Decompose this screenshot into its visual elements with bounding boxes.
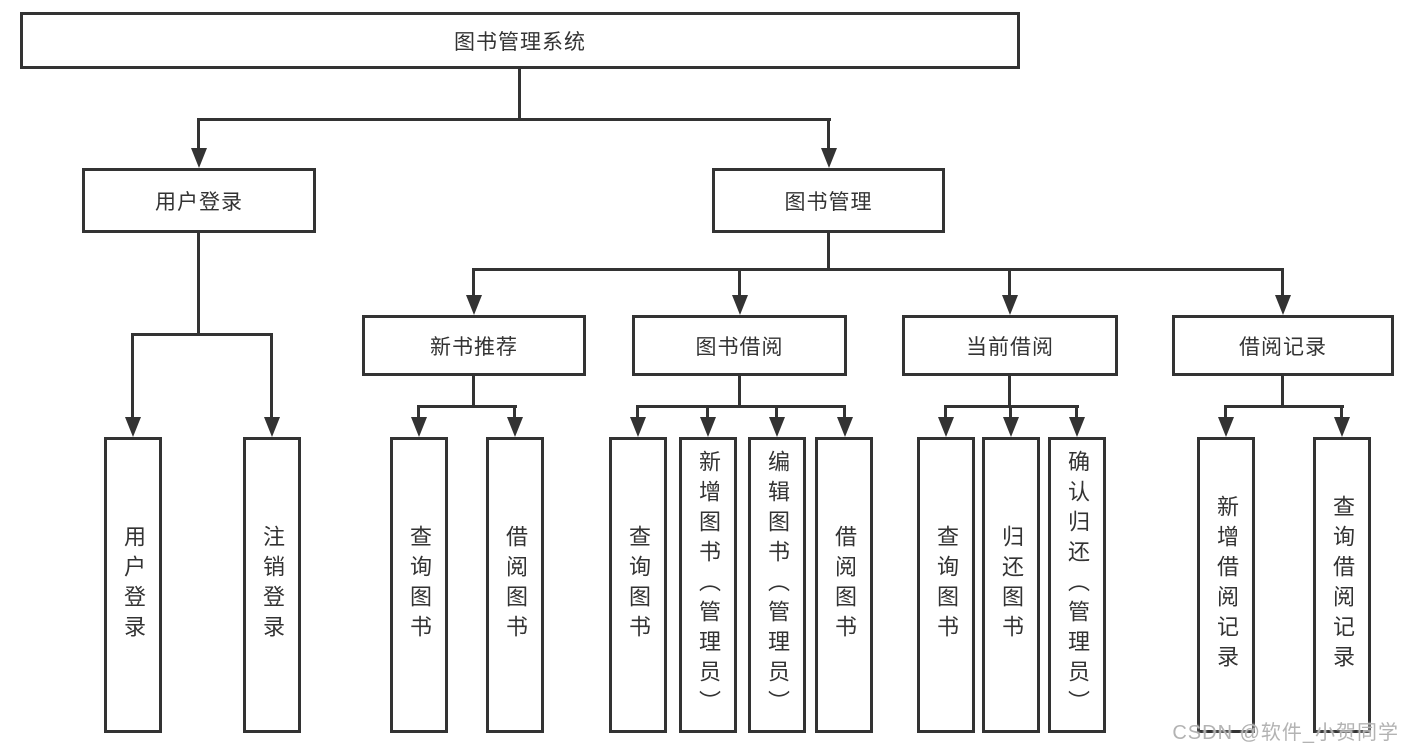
connector-line (738, 270, 741, 295)
leaf-query-books-borrow: 查询图书 (609, 437, 667, 733)
leaf-label: 查询借阅记录 (1330, 495, 1355, 675)
leaf-label: 查询图书 (626, 525, 651, 645)
leaf-query-books-current: 查询图书 (917, 437, 975, 733)
leaf-return-books: 归还图书 (982, 437, 1040, 733)
leaf-edit-books-admin: 编辑图书（管理员） (748, 437, 806, 733)
node-user-login: 用户登录 (82, 168, 316, 233)
connector-line (706, 407, 709, 417)
arrowhead-down-icon (191, 148, 207, 168)
arrowhead-down-icon (700, 417, 716, 437)
node-current-borrowing: 当前借阅 (902, 315, 1118, 376)
arrowhead-down-icon (837, 417, 853, 437)
connector-line (472, 268, 1284, 271)
connector-line (197, 118, 831, 121)
node-label: 当前借阅 (966, 335, 1054, 359)
connector-line (1224, 407, 1227, 417)
arrowhead-down-icon (1003, 417, 1019, 437)
leaf-label: 注销登录 (260, 525, 285, 645)
leaf-confirm-return-admin: 确认归还（管理员） (1048, 437, 1106, 733)
leaf-label: 确认归还（管理员） (1065, 450, 1090, 720)
arrowhead-down-icon (1334, 417, 1350, 437)
connector-line (417, 407, 420, 417)
leaf-logout: 注销登录 (243, 437, 301, 733)
arrowhead-down-icon (1218, 417, 1234, 437)
connector-line (775, 407, 778, 417)
connector-line (1340, 407, 1343, 417)
leaf-user-login: 用户登录 (104, 437, 162, 733)
connector-line (472, 376, 475, 407)
leaf-label: 新增借阅记录 (1214, 495, 1239, 675)
leaf-add-books-admin: 新增图书（管理员） (679, 437, 737, 733)
leaf-label: 查询图书 (407, 525, 432, 645)
connector-line (827, 120, 830, 148)
connector-line (1281, 376, 1284, 407)
connector-line (518, 69, 521, 120)
leaf-label: 借阅图书 (503, 525, 528, 645)
leaf-label: 归还图书 (999, 525, 1024, 645)
node-label: 借阅记录 (1239, 335, 1327, 359)
node-label: 新书推荐 (430, 335, 518, 359)
arrowhead-down-icon (732, 295, 748, 315)
arrowhead-down-icon (630, 417, 646, 437)
connector-line (1008, 270, 1011, 295)
arrowhead-down-icon (466, 295, 482, 315)
arrowhead-down-icon (821, 148, 837, 168)
arrowhead-down-icon (1069, 417, 1085, 437)
node-new-book-recommend: 新书推荐 (362, 315, 586, 376)
node-book-management: 图书管理 (712, 168, 945, 233)
connector-line (270, 335, 273, 417)
connector-line (636, 405, 846, 408)
connector-line (827, 233, 830, 270)
arrowhead-down-icon (1002, 295, 1018, 315)
leaf-add-borrow-record: 新增借阅记录 (1197, 437, 1255, 733)
leaf-borrow-books: 借阅图书 (815, 437, 873, 733)
connector-line (472, 270, 475, 295)
connector-line (197, 233, 200, 335)
leaf-label: 借阅图书 (832, 525, 857, 645)
arrowhead-down-icon (1275, 295, 1291, 315)
node-label: 图书借阅 (695, 335, 784, 359)
connector-line (636, 407, 639, 417)
connector-line (131, 333, 273, 336)
node-library-system: 图书管理系统 (20, 12, 1020, 69)
leaf-borrow-books-recommend: 借阅图书 (486, 437, 544, 733)
node-book-borrowing: 图书借阅 (632, 315, 847, 376)
connector-line (1281, 270, 1284, 295)
arrowhead-down-icon (264, 417, 280, 437)
leaf-label: 编辑图书（管理员） (765, 450, 790, 720)
leaf-label: 新增图书（管理员） (696, 450, 721, 720)
leaf-label: 用户登录 (121, 525, 146, 645)
connector-line (417, 405, 517, 408)
node-label: 图书管理系统 (454, 30, 586, 54)
connector-line (738, 376, 741, 407)
arrowhead-down-icon (769, 417, 785, 437)
node-label: 图书管理 (784, 190, 873, 214)
connector-line (1009, 407, 1012, 417)
arrowhead-down-icon (125, 417, 141, 437)
arrowhead-down-icon (411, 417, 427, 437)
leaf-label: 查询图书 (934, 525, 959, 645)
connector-line (944, 407, 947, 417)
leaf-query-borrow-record: 查询借阅记录 (1313, 437, 1371, 733)
leaf-query-books-recommend: 查询图书 (390, 437, 448, 733)
csdn-watermark: CSDN @软件_小贺同学 (1172, 722, 1399, 744)
connector-line (197, 120, 200, 148)
connector-line (1008, 376, 1011, 407)
connector-line (1075, 407, 1078, 417)
node-label: 用户登录 (155, 190, 243, 214)
connector-line (513, 407, 516, 417)
connector-line (131, 335, 134, 417)
arrowhead-down-icon (507, 417, 523, 437)
arrowhead-down-icon (938, 417, 954, 437)
connector-line (944, 405, 1079, 408)
node-borrowing-records: 借阅记录 (1172, 315, 1394, 376)
connector-line (843, 407, 846, 417)
connector-line (1224, 405, 1344, 408)
